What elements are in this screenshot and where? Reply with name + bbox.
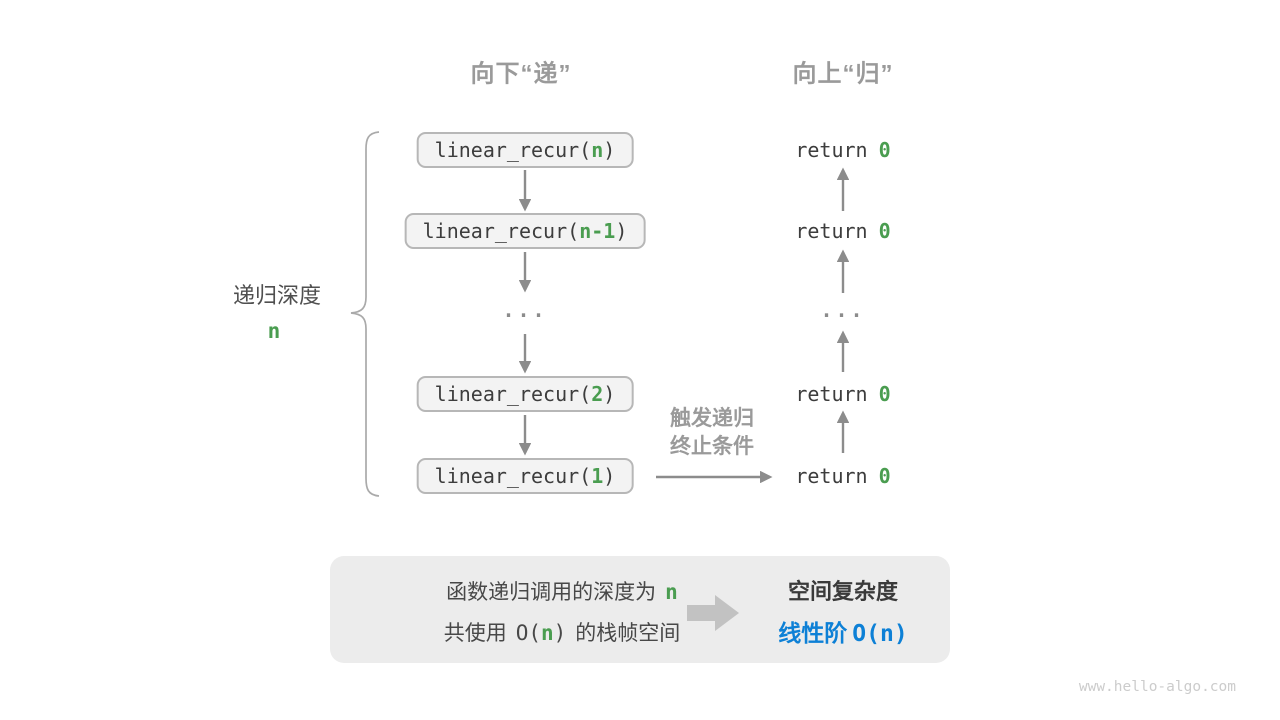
trigger-label: 触发递归 终止条件 (670, 405, 754, 461)
return-ellipsis: ... (820, 298, 866, 322)
call-text: linear_recur( (422, 219, 580, 243)
return-keyword: return (795, 138, 868, 162)
trigger-line-1: 触发递归 (670, 407, 754, 430)
column-header-descend: 向下“递” (470, 60, 572, 88)
column-header-ascend: 向上“归” (792, 60, 894, 88)
return-row: return 0 (795, 219, 890, 243)
big-o-open: O( (515, 621, 541, 645)
return-value: 0 (878, 138, 891, 162)
summary-line-1: 函数递归调用的深度为 n (446, 576, 678, 606)
return-keyword: return (795, 219, 868, 243)
call-arg: n (591, 138, 604, 162)
result-big-o: O(n) (852, 621, 908, 647)
summary-line-1-text: 函数递归调用的深度为 (446, 581, 657, 604)
call-close: ) (615, 219, 628, 243)
watermark: www.hello-algo.com (1078, 679, 1236, 695)
return-value: 0 (878, 382, 891, 406)
recursion-depth-value: n (267, 319, 281, 343)
summary-line-2-pre: 共使用 (443, 622, 507, 645)
return-row: return 0 (795, 138, 890, 162)
recursion-depth-label: 递归深度 (232, 283, 322, 308)
call-arg: n-1 (579, 219, 616, 243)
big-o-close: ) (553, 621, 567, 645)
return-keyword: return (795, 464, 868, 488)
trigger-line-2: 终止条件 (670, 435, 754, 458)
implies-arrow-icon (687, 595, 739, 631)
recursion-depth-brace (350, 131, 380, 497)
space-complexity-title: 空间复杂度 (787, 579, 899, 604)
big-o-value: n (540, 621, 554, 645)
call-close: ) (603, 382, 616, 406)
call-text: linear_recur( (434, 138, 592, 162)
summary-line-2: 共使用 O(n) 的栈帧空间 (444, 617, 681, 647)
call-arg: 1 (591, 464, 604, 488)
call-text: linear_recur( (434, 464, 592, 488)
summary-line-2-post: 的栈帧空间 (575, 622, 681, 645)
result-label: 线性阶 (778, 620, 848, 646)
return-row: return 0 (795, 464, 890, 488)
call-box-1: linear_recur(1) (416, 458, 634, 494)
return-keyword: return (795, 382, 868, 406)
call-ellipsis: ... (502, 298, 548, 322)
return-value: 0 (878, 464, 891, 488)
call-text: linear_recur( (434, 382, 592, 406)
return-row: return 0 (795, 382, 890, 406)
call-close: ) (603, 138, 616, 162)
call-box-2: linear_recur(2) (416, 376, 634, 412)
summary-line-1-value: n (665, 580, 678, 604)
call-box-n-1: linear_recur(n-1) (404, 213, 646, 249)
call-close: ) (603, 464, 616, 488)
return-value: 0 (878, 219, 891, 243)
call-arg: 2 (591, 382, 604, 406)
call-box-n: linear_recur(n) (416, 132, 634, 168)
